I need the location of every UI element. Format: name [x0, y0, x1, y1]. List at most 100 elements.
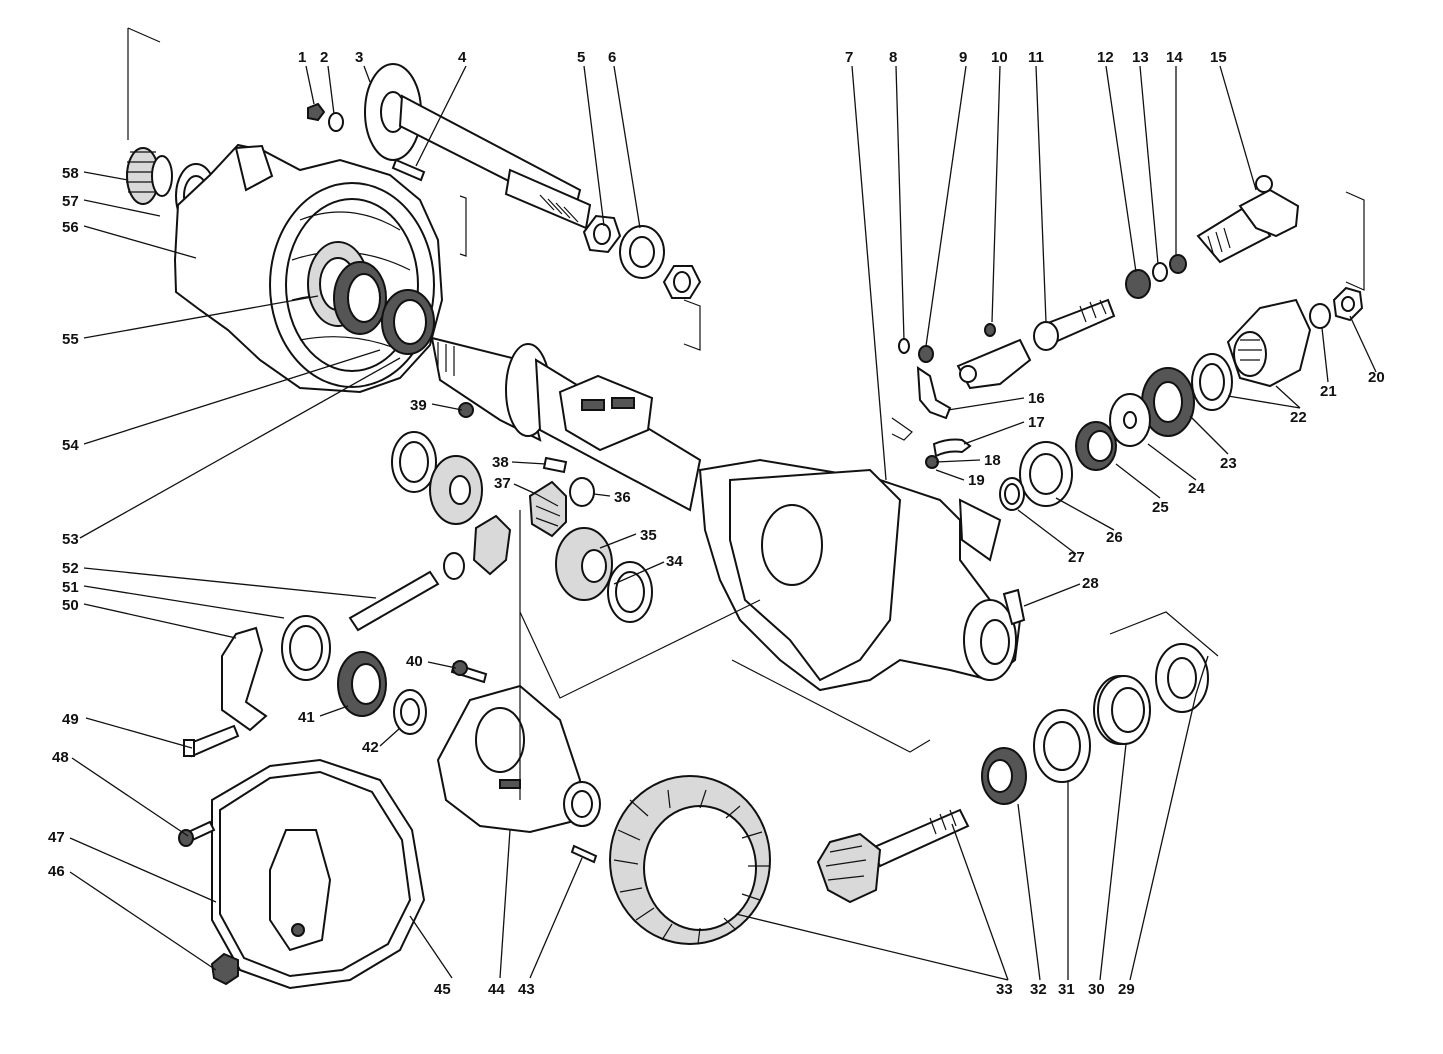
part-label-43: 43	[518, 981, 535, 998]
part-36-washer	[569, 477, 595, 507]
part-label-17: 17	[1028, 414, 1045, 431]
part-42-shim	[393, 689, 427, 735]
part-label-8: 8	[889, 49, 897, 66]
part-label-49: 49	[62, 711, 79, 728]
part-label-56: 56	[62, 219, 79, 236]
part-label-45: 45	[434, 981, 451, 998]
part-label-51: 51	[62, 579, 79, 596]
part-label-1: 1	[298, 49, 306, 66]
part-38-bolt	[542, 456, 568, 474]
part-23-seal	[1191, 353, 1233, 411]
part-29-seal	[1155, 643, 1209, 713]
part-label-9: 9	[959, 49, 967, 66]
part-11-shaft	[956, 298, 1116, 390]
part-14-nut	[1169, 254, 1187, 274]
part-label-12: 12	[1097, 49, 1114, 66]
part-label-11: 11	[1028, 49, 1044, 66]
part-label-55: 55	[62, 331, 79, 348]
part-label-37: 37	[494, 475, 511, 492]
part-46-plug	[210, 952, 239, 986]
part-label-50: 50	[62, 597, 79, 614]
part-10-nut	[984, 323, 996, 337]
part-label-39: 39	[410, 397, 427, 414]
part-56-carrier-housing	[173, 143, 444, 394]
part-label-18: 18	[984, 452, 1001, 469]
part-8-clip	[898, 338, 910, 354]
part-label-54: 54	[62, 437, 79, 454]
part-16-fitting	[916, 366, 952, 420]
part-label-22: 22	[1290, 409, 1307, 426]
part-9-washer	[918, 345, 934, 363]
part-58-gear	[126, 147, 173, 205]
part-52-pin	[348, 570, 440, 632]
part-label-10: 10	[991, 49, 1008, 66]
part-6b-nut	[662, 265, 702, 299]
part-label-52: 52	[62, 560, 79, 577]
part-label-29: 29	[1118, 981, 1135, 998]
part-label-3: 3	[355, 49, 363, 66]
part-33-drive-pinion	[816, 808, 970, 904]
part-label-38: 38	[492, 454, 509, 471]
part-26-race	[1019, 441, 1073, 507]
part-label-14: 14	[1166, 49, 1183, 66]
part-54-seal	[381, 289, 435, 355]
part-label-46: 46	[48, 863, 65, 880]
part-43-pin	[570, 844, 598, 864]
part-number-labels: 1 2 3 4 5 6 7 8 9 10 11 12 13 14 15 16 1…	[48, 49, 1385, 998]
part-label-24: 24	[1188, 480, 1205, 497]
part-44-diff-case	[436, 684, 601, 834]
leader-lines	[69, 65, 1377, 981]
part-25-bearing	[1075, 421, 1117, 471]
part-label-53: 53	[62, 531, 79, 548]
part-label-16: 16	[1028, 390, 1045, 407]
part-55-bearing	[333, 261, 387, 335]
part-51-race	[281, 615, 331, 681]
part-4-stud	[391, 158, 426, 182]
part-34-thrust-washer	[391, 431, 653, 623]
part-label-26: 26	[1106, 529, 1123, 546]
part-7-diff-housing	[698, 458, 1022, 692]
part-label-35: 35	[640, 527, 657, 544]
part-label-23: 23	[1220, 455, 1237, 472]
part-label-4: 4	[458, 49, 467, 66]
part-49-bolt	[183, 724, 240, 758]
part-label-33: 33	[996, 981, 1013, 998]
part-label-25: 25	[1152, 499, 1169, 516]
part-label-48: 48	[52, 749, 69, 766]
part-40-bolt	[450, 660, 488, 684]
part-31-race	[1033, 709, 1091, 783]
part-label-15: 15	[1210, 49, 1227, 66]
part-label-47: 47	[48, 829, 65, 846]
part-47-cover	[219, 770, 412, 978]
part-label-6: 6	[608, 49, 616, 66]
part-21-washer	[1309, 303, 1331, 329]
part-24-washer	[1109, 393, 1151, 447]
part-label-36: 36	[614, 489, 631, 506]
part-53-axle-tube	[430, 336, 702, 512]
part-28-breather	[1002, 588, 1026, 626]
part-3-axle-shaft	[364, 63, 592, 230]
part-label-27: 27	[1068, 549, 1085, 566]
part-1-nut	[307, 102, 326, 122]
part-6-lockwasher	[619, 225, 665, 279]
part-label-30: 30	[1088, 981, 1105, 998]
part-label-41: 41	[298, 709, 315, 726]
part-label-58: 58	[62, 165, 79, 182]
part-label-21: 21	[1320, 383, 1337, 400]
part-48-bolt	[178, 820, 216, 847]
part-label-44: 44	[488, 981, 505, 998]
part-41-bearing	[337, 651, 387, 717]
part-5-nut	[582, 214, 622, 254]
part-50-bearing-cap	[221, 626, 268, 732]
part-label-20: 20	[1368, 369, 1385, 386]
part-13-washer	[1152, 262, 1168, 282]
part-label-7: 7	[845, 49, 853, 66]
part-30-shim-pack	[1093, 675, 1151, 745]
part-15-yoke	[1196, 175, 1300, 264]
part-label-40: 40	[406, 653, 423, 670]
part-23b-seal	[1141, 367, 1195, 437]
part-17-ubolt	[932, 438, 972, 458]
part-35-side-gear	[429, 455, 613, 601]
part-washer-small	[443, 552, 465, 580]
